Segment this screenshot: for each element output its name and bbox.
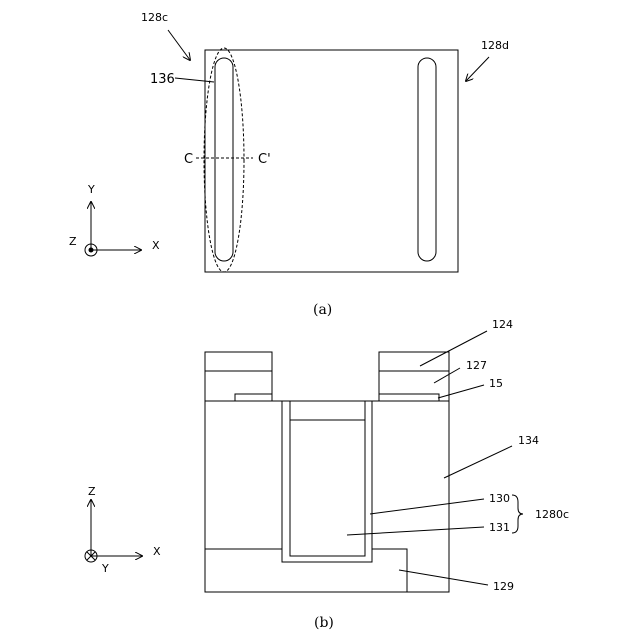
layer-15-left <box>235 394 272 401</box>
fill-131 <box>290 420 365 556</box>
label-1280c: 1280c <box>535 508 569 521</box>
label-129: 129 <box>493 580 514 593</box>
leader-129 <box>399 570 488 585</box>
layer-127-left <box>205 371 272 401</box>
arrow-128d <box>466 57 489 81</box>
axes-a: Y X Z <box>69 183 160 256</box>
label-128c: 128c <box>141 11 168 24</box>
label-127: 127 <box>466 359 487 372</box>
layer-124-left <box>205 352 272 371</box>
leader-134 <box>444 446 512 478</box>
leader-136 <box>175 78 214 82</box>
axis-x-label: X <box>152 239 160 252</box>
liner-130-inner <box>290 401 365 556</box>
label-134: 134 <box>518 434 539 447</box>
axis-z-label: Z <box>88 485 96 498</box>
axis-x-label: X <box>153 545 161 558</box>
label-c: C <box>184 152 193 167</box>
caption-b: (b) <box>314 615 334 631</box>
axis-y-label: Y <box>101 562 109 575</box>
label-130: 130 <box>489 492 510 505</box>
axes-b: Z X Y <box>85 485 161 575</box>
brace-1280c <box>512 495 523 533</box>
label-124: 124 <box>492 318 513 331</box>
layer-15-right <box>379 394 439 401</box>
slot-136 <box>215 58 233 261</box>
leader-131 <box>347 527 484 535</box>
substrate-134 <box>205 401 449 592</box>
leader-127 <box>434 368 460 383</box>
label-c-prime: C' <box>258 152 271 167</box>
figure-a: C C' 128c 128d 136 Y X Z (a) <box>69 11 509 318</box>
axis-z-dot-icon <box>89 248 94 253</box>
axis-y-label: Y <box>87 183 95 196</box>
arrow-128c <box>168 30 190 60</box>
figure-b: 124 127 15 134 130 131 1280c 129 Z X Y (… <box>85 318 569 631</box>
axis-z-label: Z <box>69 235 77 248</box>
slot-right <box>418 58 436 261</box>
liner-130-outer <box>282 401 372 562</box>
layer-124-right <box>379 352 449 371</box>
substrate-top-view <box>205 50 458 272</box>
leader-130 <box>370 499 484 514</box>
label-15: 15 <box>489 377 503 390</box>
label-131: 131 <box>489 521 510 534</box>
label-136: 136 <box>150 72 175 87</box>
leader-15 <box>438 385 484 398</box>
caption-a: (a) <box>313 302 332 318</box>
label-128d: 128d <box>481 39 509 52</box>
